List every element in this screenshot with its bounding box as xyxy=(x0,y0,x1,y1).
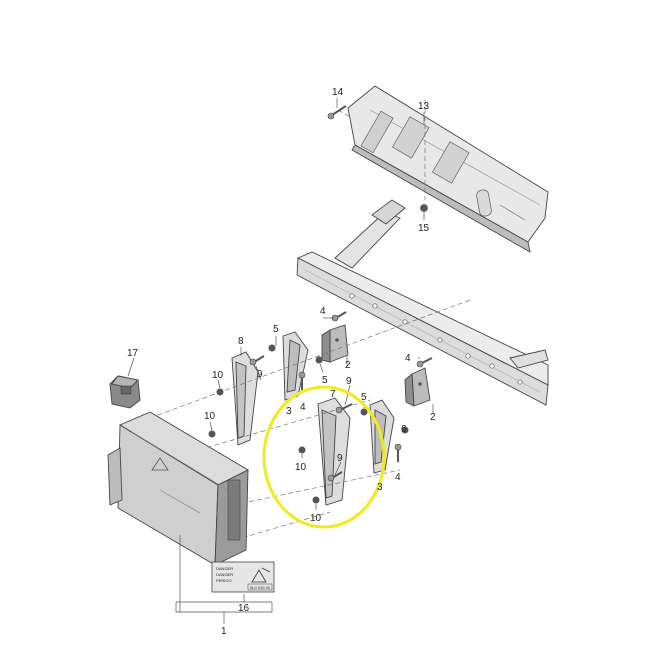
highlight-circle xyxy=(262,385,386,529)
callout-17: 17 xyxy=(127,348,139,359)
callout-14: 14 xyxy=(332,87,344,98)
callout-3-lower: 3 xyxy=(377,482,383,493)
callout-10-c: 10 xyxy=(295,462,307,473)
connector-plug xyxy=(109,375,141,409)
callout-5-mid: 5 xyxy=(322,375,328,386)
callout-10-d: 10 xyxy=(310,513,322,524)
callout-15: 15 xyxy=(418,223,430,234)
cover-panel xyxy=(347,85,549,253)
callout-4-right: 4 xyxy=(405,353,411,364)
callout-9-left: 9 xyxy=(257,369,263,380)
mount-bracket-right xyxy=(404,367,431,407)
callout-10-a: 10 xyxy=(212,370,224,381)
warning-label: DANGER DANGER PERIGO 0L0 010 00 xyxy=(211,561,275,593)
callout-4-mid: 4 xyxy=(300,402,306,413)
callout-5-right: 5 xyxy=(361,392,367,403)
mount-bracket-left xyxy=(321,324,349,363)
callout-1: 1 xyxy=(221,626,227,637)
frame-beam xyxy=(296,251,549,406)
warning-label-line3: PERIGO xyxy=(216,578,232,583)
leader-lines xyxy=(127,98,434,624)
callout-9-lower: 9 xyxy=(337,453,343,464)
callout-8: 8 xyxy=(238,336,244,347)
callout-9-mid: 9 xyxy=(346,376,352,387)
support-bracket-left xyxy=(231,351,259,446)
callout-16: 16 xyxy=(238,603,250,614)
callout-3-upper: 3 xyxy=(286,406,292,417)
callout-2-right: 2 xyxy=(430,412,436,423)
warning-label-code: 0L0 010 00 xyxy=(250,585,271,590)
callout-6: 6 xyxy=(401,424,407,435)
callout-7: 7 xyxy=(330,389,336,400)
frame-arm xyxy=(334,199,406,269)
callout-13: 13 xyxy=(418,101,430,112)
callout-4-top: 4 xyxy=(320,306,326,317)
callout-5-left: 5 xyxy=(273,324,279,335)
callout-10-b: 10 xyxy=(204,411,216,422)
fasteners xyxy=(208,105,433,504)
callout-4-lower: 4 xyxy=(395,472,401,483)
part-callouts: 14 13 15 4 2 4 2 5 5 5 8 9 9 9 7 4 3 6 1… xyxy=(127,87,436,637)
control-unit xyxy=(107,411,249,566)
warning-label-line2: DANGER xyxy=(216,572,233,577)
callout-2-left: 2 xyxy=(345,360,351,371)
warning-label-line1: DANGER xyxy=(216,566,233,571)
